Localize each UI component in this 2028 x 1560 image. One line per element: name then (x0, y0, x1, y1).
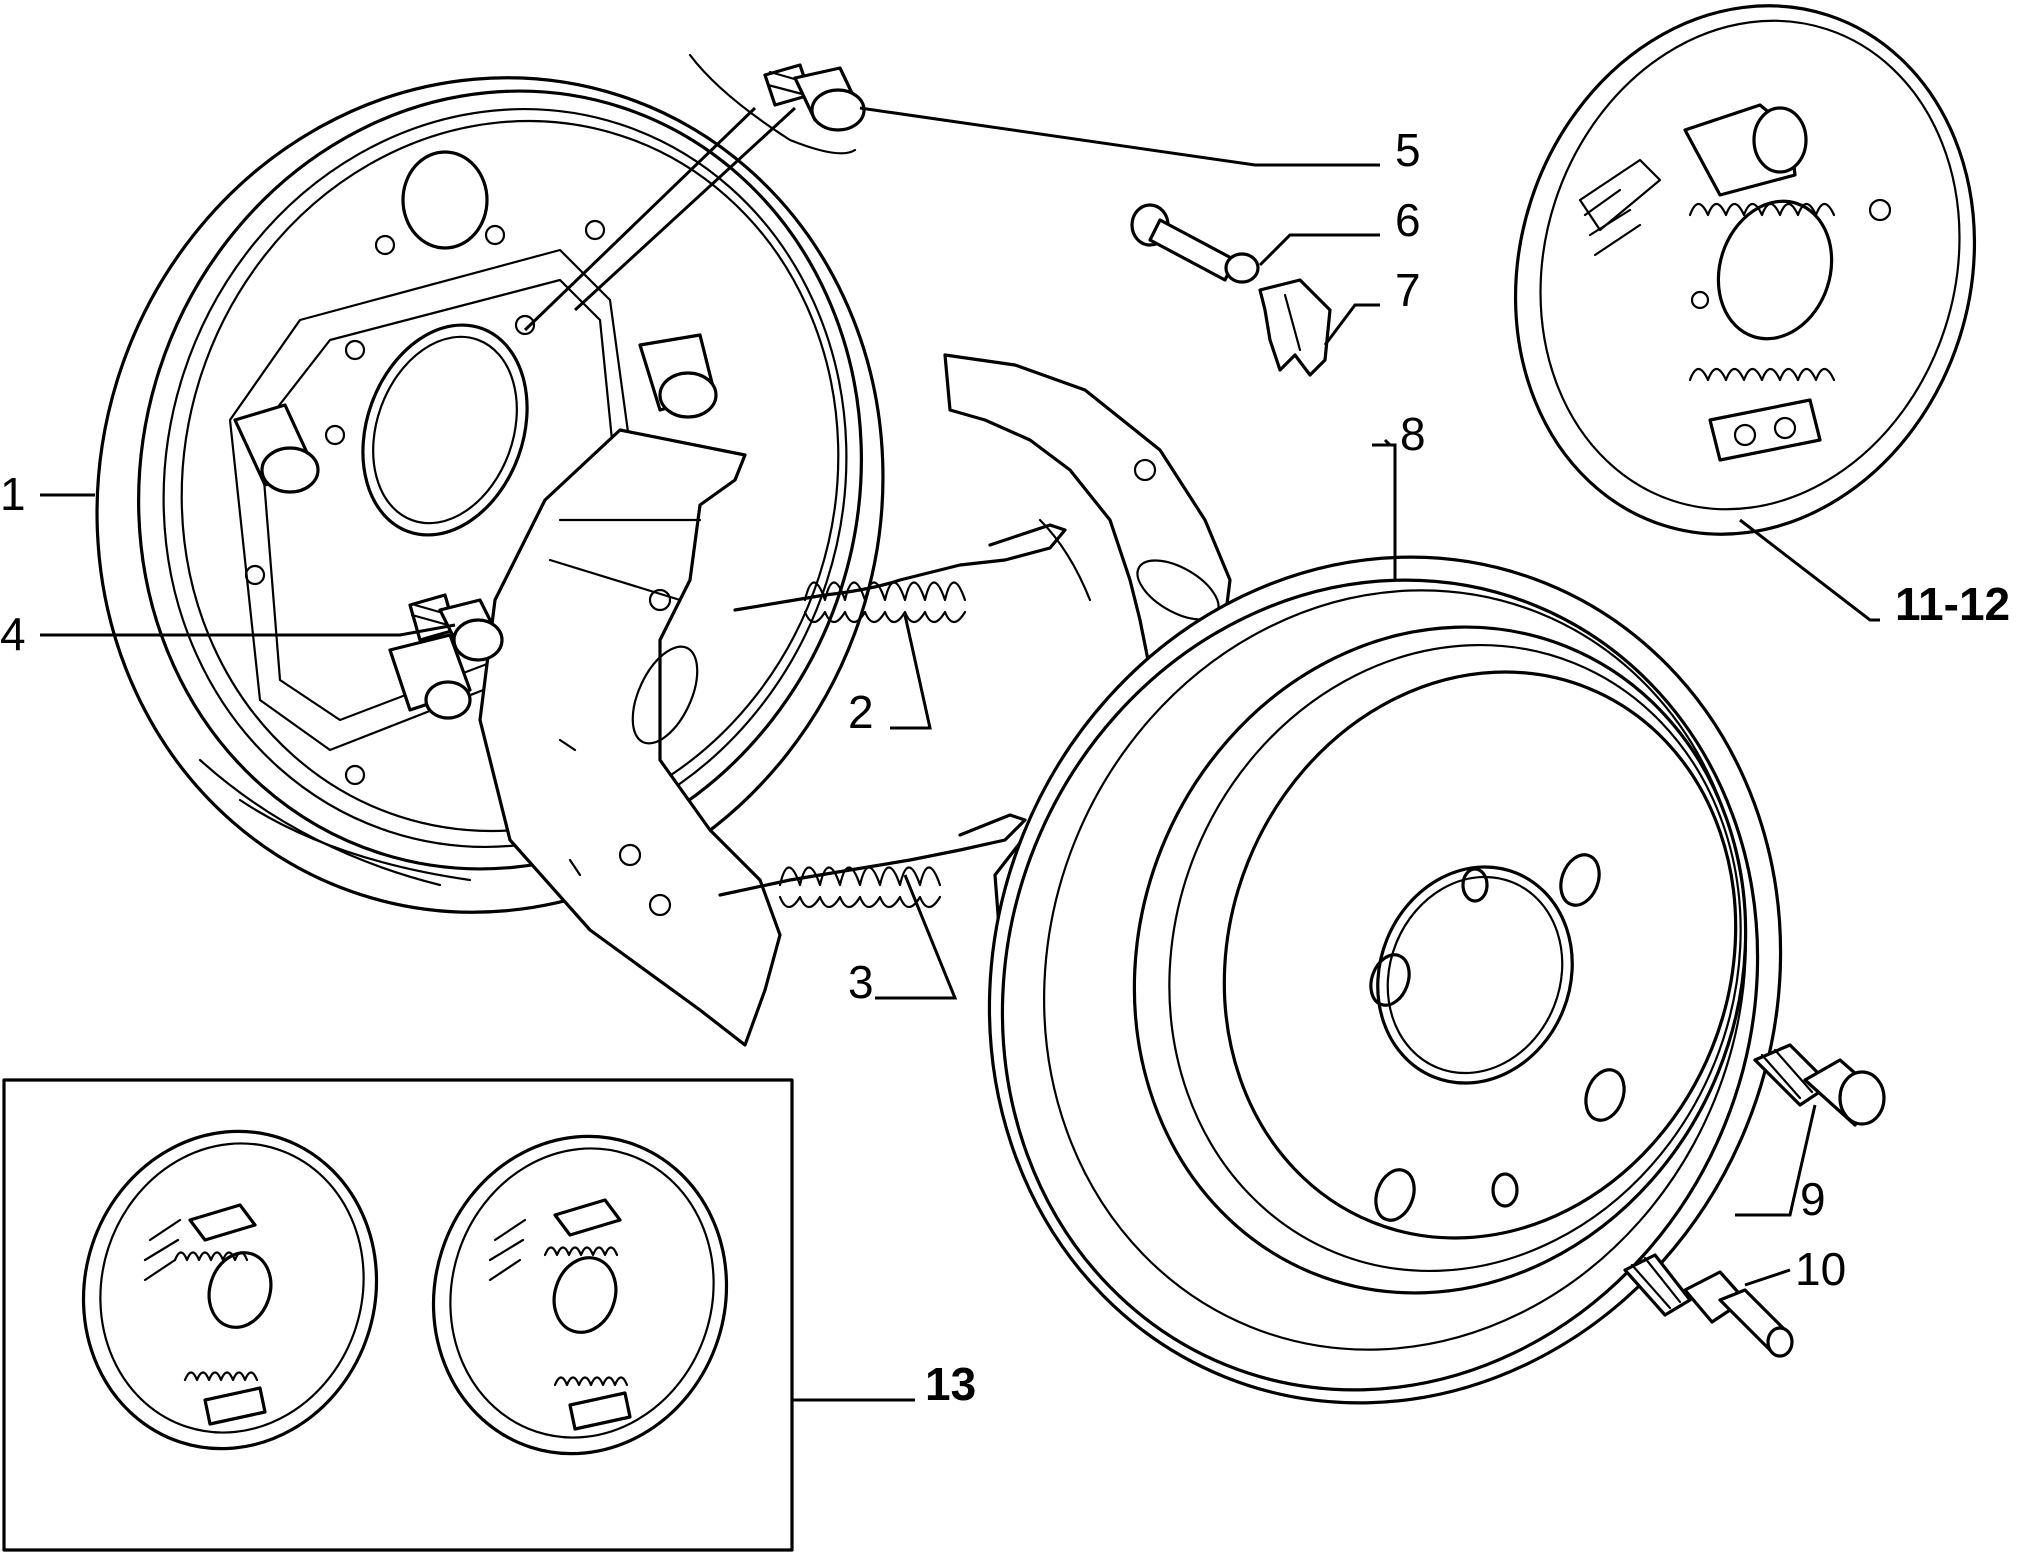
callout-6: 6 (1395, 194, 1421, 246)
brake-assembly-pair-box (2, 1078, 794, 1552)
brake-shoe-left (478, 428, 782, 1047)
hold-down-pin (1130, 203, 1260, 284)
callout-3: 3 (848, 956, 874, 1008)
wheel-stud (1623, 1253, 1794, 1358)
retaining-clip (1258, 278, 1332, 377)
callout-13: 13 (925, 1358, 976, 1410)
callout-11-12: 11-12 (1895, 578, 2010, 630)
brake-drum (987, 555, 1783, 1405)
spring-upper (733, 523, 1067, 624)
brake-assembly-small (1513, 4, 1977, 536)
callout-1: 1 (0, 468, 26, 520)
callout-9: 9 (1800, 1173, 1826, 1225)
callout-5: 5 (1395, 124, 1421, 176)
leader-lines (40, 106, 1880, 1402)
callout-2: 2 (848, 686, 874, 738)
spring-lower (718, 813, 1027, 909)
backing-plate (95, 76, 885, 914)
bolt-adjuster (408, 593, 504, 662)
callout-10: 10 (1795, 1243, 1846, 1295)
callout-labels: 1 2 3 4 5 6 7 8 9 10 11-12 13 (0, 124, 2010, 1410)
wheel-bolt (1753, 1043, 1886, 1127)
callout-4: 4 (0, 608, 26, 660)
bolt-top (688, 53, 866, 155)
callout-7: 7 (1395, 264, 1421, 316)
callout-8: 8 (1400, 408, 1426, 460)
